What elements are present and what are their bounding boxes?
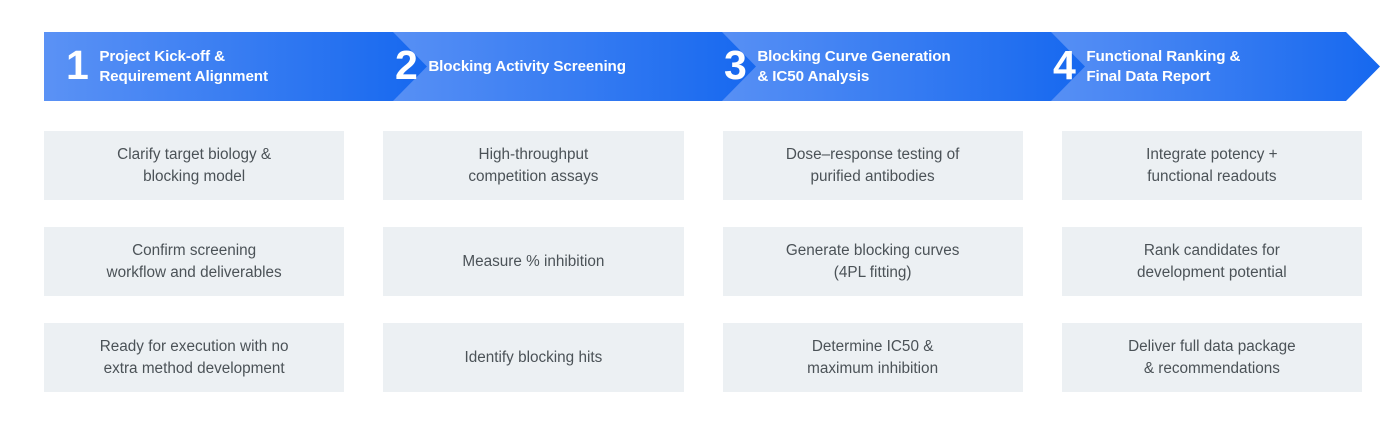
step-2-number: 2 xyxy=(395,42,418,88)
detail-cell-r1c3-text: Dose–response testing of purified antibo… xyxy=(785,145,960,185)
step-3-title: Blocking Curve Generation & IC50 Analysi… xyxy=(757,48,951,85)
detail-row-3: Ready for execution with no extra method… xyxy=(44,323,1362,392)
detail-cell-r2c2[interactable]: Measure % inhibition xyxy=(383,227,684,296)
detail-cell-r1c1-text: Clarify target biology & blocking model xyxy=(117,145,272,185)
step-2[interactable]: 2 Blocking Activity Screening xyxy=(395,32,695,101)
detail-cell-r1c2[interactable]: High-throughput competition assays xyxy=(383,131,684,200)
detail-row-2: Confirm screening workflow and deliverab… xyxy=(44,227,1362,296)
detail-cell-r2c4[interactable]: Rank candidates for development potentia… xyxy=(1061,227,1362,296)
detail-cell-r3c3-text: Determine IC50 & maximum inhibition xyxy=(807,337,939,377)
detail-row-1: Clarify target biology & blocking model … xyxy=(44,131,1362,200)
step-1-number: 1 xyxy=(66,42,89,88)
detail-cell-r1c4[interactable]: Integrate potency + functional readouts xyxy=(1061,131,1362,200)
step-3[interactable]: 3 Blocking Curve Generation & IC50 Analy… xyxy=(724,32,1034,101)
detail-cell-r2c1-text: Confirm screening workflow and deliverab… xyxy=(106,241,282,281)
process-detail-grid: Clarify target biology & blocking model … xyxy=(44,131,1362,392)
step-4[interactable]: 4 Functional Ranking & Final Data Report xyxy=(1053,32,1353,101)
detail-cell-r3c4[interactable]: Deliver full data package & recommendati… xyxy=(1061,323,1362,392)
detail-cell-r3c2-text: Identify blocking hits xyxy=(464,348,603,366)
step-1-title: Project Kick-off & Requirement Alignment xyxy=(99,48,268,85)
detail-cell-r2c3[interactable]: Generate blocking curves (4PL fitting) xyxy=(722,227,1023,296)
detail-cell-r1c1[interactable]: Clarify target biology & blocking model xyxy=(44,131,345,200)
step-4-number: 4 xyxy=(1053,42,1076,88)
chevron-step-1 xyxy=(44,32,427,101)
detail-cell-r2c4-text: Rank candidates for development potentia… xyxy=(1137,241,1287,281)
chevron-step-2 xyxy=(373,32,756,101)
step-4-title: Functional Ranking & Final Data Report xyxy=(1086,48,1241,85)
detail-cell-r3c1[interactable]: Ready for execution with no extra method… xyxy=(44,323,345,392)
detail-cell-r3c2[interactable]: Identify blocking hits xyxy=(383,323,684,392)
detail-cell-r3c3[interactable]: Determine IC50 & maximum inhibition xyxy=(722,323,1023,392)
detail-cell-r2c1[interactable]: Confirm screening workflow and deliverab… xyxy=(44,227,345,296)
detail-cell-r3c4-text: Deliver full data package & recommendati… xyxy=(1128,337,1296,377)
detail-cell-r2c3-text: Generate blocking curves (4PL fitting) xyxy=(785,241,960,281)
detail-cell-r1c4-text: Integrate potency + functional readouts xyxy=(1146,145,1278,185)
chevron-banner-shapes xyxy=(44,32,1380,101)
step-label-layer: 1 Project Kick-off & Requirement Alignme… xyxy=(44,32,1380,101)
detail-cell-r1c3[interactable]: Dose–response testing of purified antibo… xyxy=(722,131,1023,200)
step-2-title: Blocking Activity Screening xyxy=(428,57,626,75)
step-3-number: 3 xyxy=(724,42,747,88)
detail-cell-r3c1-text: Ready for execution with no extra method… xyxy=(99,337,289,377)
chevron-step-4 xyxy=(1031,32,1380,101)
detail-cell-r1c2-text: High-throughput competition assays xyxy=(468,145,599,185)
process-step-banner: 1 Project Kick-off & Requirement Alignme… xyxy=(44,32,1380,101)
detail-cell-r2c2-text: Measure % inhibition xyxy=(462,252,605,270)
step-1[interactable]: 1 Project Kick-off & Requirement Alignme… xyxy=(66,32,366,101)
chevron-step-3 xyxy=(702,32,1085,101)
